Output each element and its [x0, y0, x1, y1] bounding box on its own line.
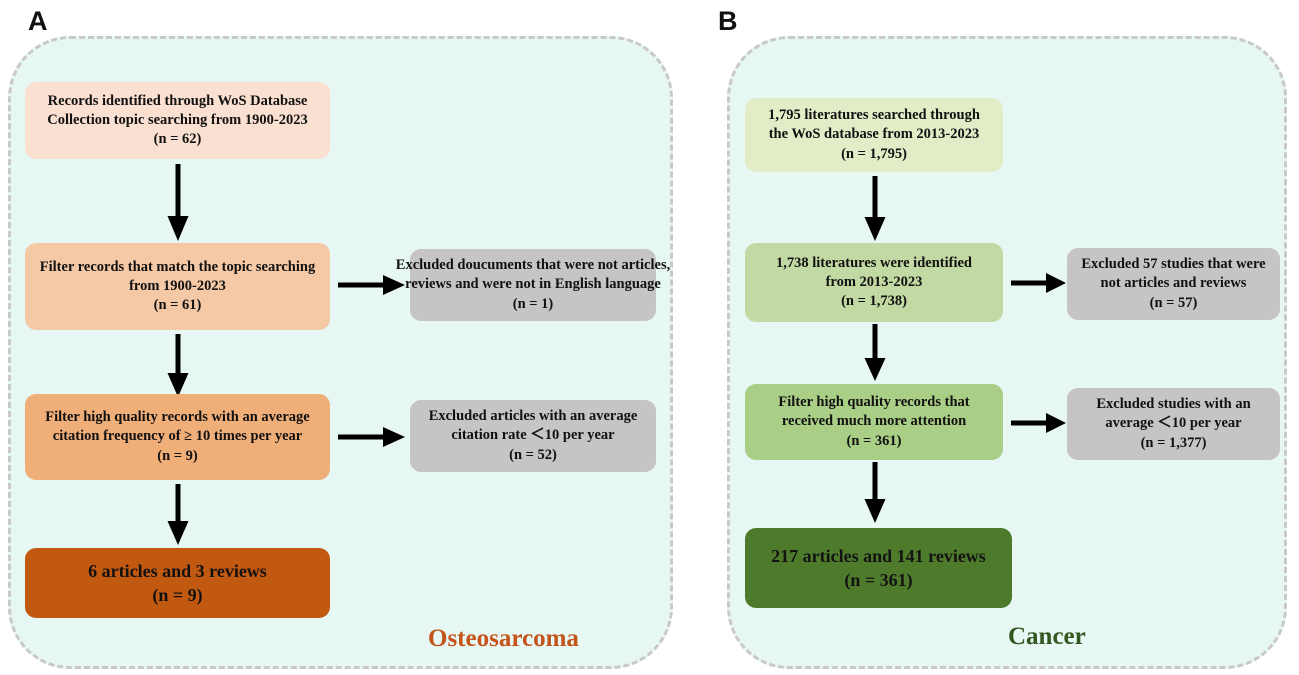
node-a3-line-1: Filter high quality records with an aver… — [45, 409, 310, 426]
node-a-ex2-line-2: citation rate ＜10 per year — [451, 427, 615, 444]
node-b-ex1-line-1: Excluded 57 studies that were — [1081, 256, 1266, 273]
node-a2-line-2: from 1900-2023 — [129, 277, 226, 294]
node-a-ex2-line-3: (n = 52) — [509, 446, 557, 463]
arrow-b2-to-excluded — [1011, 270, 1067, 296]
node-a-excluded-2-low-citation: Excluded articles with an average citati… — [410, 400, 656, 472]
node-b4-line-2: (n = 361) — [844, 570, 913, 590]
node-b2-line-2: from 2013-2023 — [825, 273, 923, 290]
node-b-excluded-1-not-articles: Excluded 57 studies that were not articl… — [1067, 248, 1280, 320]
node-a4-line-1: 6 articles and 3 reviews — [88, 560, 267, 581]
arrow-b3-to-b4 — [863, 462, 887, 524]
node-a3-line-2: citation frequency of ≥ 10 times per yea… — [52, 428, 303, 445]
arrow-a2-to-excluded — [338, 272, 406, 298]
node-a1-records-identified: Records identified through WoS Database … — [25, 82, 330, 159]
node-b-ex1-line-2: not articles and reviews — [1100, 275, 1247, 292]
panel-a-letter: A — [28, 6, 48, 36]
arrow-b1-to-b2 — [863, 176, 887, 242]
node-a-ex1-line-1: Excluded doucuments that were not articl… — [395, 257, 671, 274]
node-b3-filter-high-quality: Filter high quality records that receive… — [745, 384, 1003, 460]
node-b-ex2-line-3: (n = 1,377) — [1140, 434, 1207, 451]
node-a2-line-3: (n = 61) — [153, 297, 202, 314]
arrow-a3-to-a4 — [166, 484, 190, 546]
node-a2-line-1: Filter records that match the topic sear… — [39, 258, 316, 275]
node-b-ex1-line-3: (n = 57) — [1149, 294, 1198, 311]
node-b4-result: 217 articles and 141 reviews (n = 361) — [745, 528, 1012, 608]
node-a-excluded-1-not-articles: Excluded doucuments that were not articl… — [396, 249, 670, 321]
node-a1-line-3: (n = 62) — [153, 131, 202, 148]
node-b-ex2-line-2: average ＜10 per year — [1105, 415, 1242, 432]
node-b1-line-2: the WoS database from 2013-2023 — [768, 126, 980, 143]
node-a3-line-3: (n = 9) — [157, 447, 198, 464]
panel-b-letter: B — [718, 6, 738, 36]
node-a2-filter-records: Filter records that match the topic sear… — [25, 243, 330, 330]
node-a-ex1-line-3: (n = 1) — [512, 295, 554, 312]
node-b-ex2-line-1: Excluded studies with an — [1096, 396, 1251, 413]
panel-a-caption: Osteosarcoma — [428, 625, 579, 652]
node-a-ex1-line-2: reviews and were not in English language — [405, 276, 661, 293]
arrow-b3-to-excluded — [1011, 410, 1067, 436]
node-b2-line-3: (n = 1,738) — [841, 293, 907, 310]
arrow-a1-to-a2 — [166, 164, 190, 242]
node-a4-line-2: (n = 9) — [152, 585, 203, 605]
node-b-excluded-2-low-average: Excluded studies with an average ＜10 per… — [1067, 388, 1280, 460]
node-a4-result: 6 articles and 3 reviews (n = 9) — [25, 548, 330, 618]
node-b1-line-3: (n = 1,795) — [841, 145, 907, 162]
node-b1-line-1: 1,795 literatures searched through — [768, 107, 980, 124]
node-b4-line-1: 217 articles and 141 reviews — [771, 545, 986, 566]
node-a3-filter-high-quality: Filter high quality records with an aver… — [25, 394, 330, 480]
node-b3-line-2: received much more attention — [781, 413, 967, 430]
arrow-a3-to-excluded — [338, 424, 406, 450]
node-b3-line-3: (n = 361) — [846, 432, 902, 449]
node-a1-line-2: Collection topic searching from 1900-202… — [47, 111, 308, 128]
node-a1-line-1: Records identified through WoS Database — [47, 92, 308, 109]
arrow-b2-to-b3 — [863, 324, 887, 382]
arrow-a2-to-a3 — [166, 334, 190, 398]
node-b3-line-1: Filter high quality records that — [778, 394, 970, 411]
node-a-ex2-line-1: Excluded articles with an average — [428, 408, 638, 425]
node-b1-literatures-searched: 1,795 literatures searched through the W… — [745, 98, 1003, 172]
panel-b-caption: Cancer — [1008, 623, 1086, 650]
node-b2-literatures-identified: 1,738 literatures were identified from 2… — [745, 243, 1003, 322]
node-b2-line-1: 1,738 literatures were identified — [776, 254, 972, 271]
